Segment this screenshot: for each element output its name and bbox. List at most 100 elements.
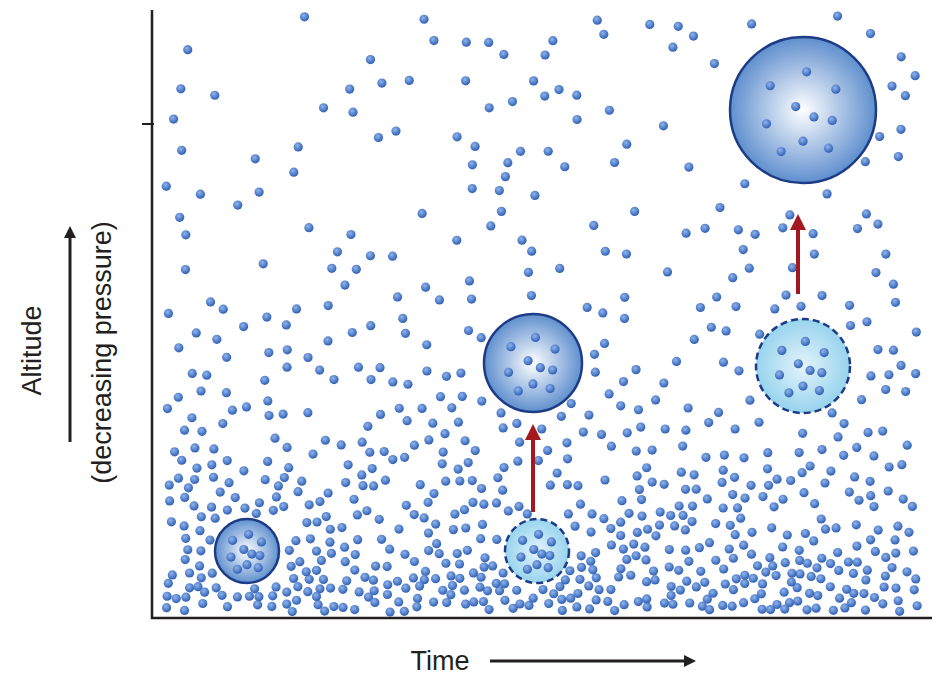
molecule <box>269 506 278 515</box>
molecule <box>866 29 875 38</box>
molecule <box>634 597 643 606</box>
molecule <box>388 377 397 386</box>
molecule <box>394 597 403 606</box>
molecule <box>747 19 756 28</box>
molecule <box>674 566 683 575</box>
molecule <box>561 575 570 584</box>
y-axis <box>151 10 154 619</box>
molecule <box>163 404 172 413</box>
molecule <box>665 545 674 554</box>
molecule <box>620 600 629 609</box>
molecule <box>681 525 690 534</box>
molecule <box>696 567 705 576</box>
molecule <box>781 291 790 300</box>
molecule <box>798 137 807 146</box>
molecule <box>707 323 716 332</box>
molecule <box>385 607 394 616</box>
molecule <box>429 36 438 45</box>
molecule <box>763 448 772 457</box>
molecule <box>383 580 392 589</box>
molecule <box>863 428 872 437</box>
molecule <box>619 544 628 553</box>
molecule <box>530 191 539 200</box>
molecule <box>787 569 796 578</box>
molecule <box>633 471 642 480</box>
molecule <box>670 521 679 530</box>
molecule <box>165 496 174 505</box>
molecule <box>642 594 651 603</box>
molecule <box>400 607 409 616</box>
molecule <box>610 158 619 167</box>
molecule <box>465 276 474 285</box>
molecule <box>287 562 296 571</box>
molecule <box>563 480 572 489</box>
molecule <box>254 563 263 572</box>
molecule <box>903 441 912 450</box>
rise-arrow <box>531 432 535 512</box>
molecule <box>267 602 276 611</box>
molecule <box>454 418 463 427</box>
molecule <box>862 209 871 218</box>
molecule <box>869 451 878 460</box>
molecule <box>529 76 538 85</box>
molecule <box>185 568 194 577</box>
molecule <box>572 602 581 611</box>
molecule <box>268 591 277 600</box>
molecule <box>614 572 623 581</box>
molecule <box>500 596 509 605</box>
molecule <box>455 476 464 485</box>
molecule <box>412 602 421 611</box>
molecule <box>845 488 854 497</box>
molecule <box>689 470 698 479</box>
molecule <box>678 442 687 451</box>
molecule <box>688 501 697 510</box>
molecule <box>879 582 888 591</box>
molecule <box>783 530 792 539</box>
molecule <box>714 408 723 417</box>
molecule <box>667 591 676 600</box>
molecule <box>600 475 609 484</box>
molecule <box>504 368 513 377</box>
molecule <box>659 378 668 387</box>
molecule <box>787 577 796 586</box>
molecule <box>326 583 335 592</box>
molecule <box>499 463 508 472</box>
molecule <box>546 384 555 393</box>
molecule <box>518 536 527 545</box>
molecule <box>711 519 720 528</box>
molecule <box>758 579 767 588</box>
molecule <box>398 314 407 323</box>
molecule <box>424 435 433 444</box>
molecule <box>218 419 227 428</box>
molecule <box>660 598 669 607</box>
molecule <box>736 514 745 523</box>
molecule <box>523 509 532 518</box>
molecule <box>380 447 389 456</box>
molecule <box>725 544 734 553</box>
molecule <box>291 536 300 545</box>
molecule <box>452 236 461 245</box>
molecule <box>861 605 870 614</box>
molecule <box>210 91 219 100</box>
molecule <box>739 245 748 254</box>
molecule <box>183 45 192 54</box>
molecule <box>468 160 477 169</box>
molecule <box>259 259 268 268</box>
molecule <box>593 16 602 25</box>
molecule <box>527 291 536 300</box>
molecule <box>438 586 447 595</box>
molecule <box>577 551 586 560</box>
molecule <box>577 563 586 572</box>
molecule <box>607 442 616 451</box>
molecule <box>544 599 553 608</box>
molecule <box>770 304 779 313</box>
molecule <box>283 345 292 354</box>
axis-label: Altitude <box>19 305 46 395</box>
molecule <box>746 481 755 490</box>
molecule <box>358 481 367 490</box>
molecule <box>833 548 842 557</box>
molecule <box>453 549 462 558</box>
molecule <box>649 566 658 575</box>
molecule <box>881 571 890 580</box>
